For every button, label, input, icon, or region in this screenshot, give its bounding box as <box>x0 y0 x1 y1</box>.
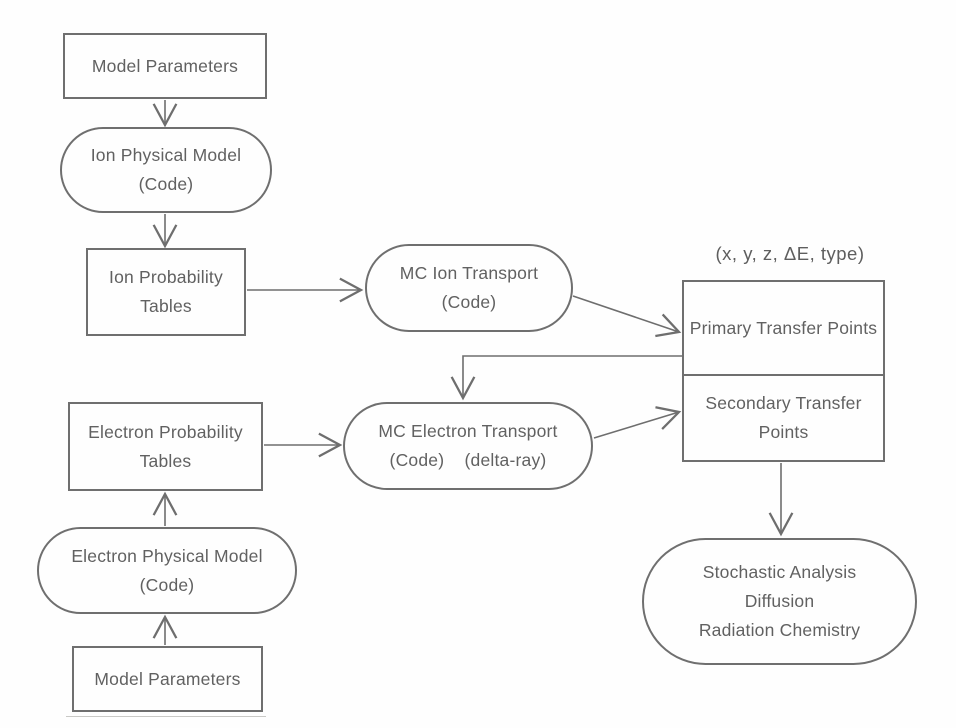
node-stochastic-analysis: Stochastic Analysis Diffusion Radiation … <box>642 538 917 665</box>
node-label: MC Ion Transport (Code) <box>399 263 539 312</box>
arrow-primary-to-electrontransport <box>450 355 682 401</box>
node-electron-probability-tables: Electron Probability Tables <box>68 402 263 491</box>
node-secondary-transfer-points: Secondary Transfer Points <box>684 376 883 460</box>
node-label: Model Parameters <box>94 668 241 689</box>
node-label: Stochastic Analysis Diffusion Radiation … <box>698 562 861 640</box>
node-model-parameters-bottom: Model Parameters <box>72 646 263 712</box>
node-ion-probability-tables: Ion Probability Tables <box>86 248 246 336</box>
node-primary-transfer-points: Primary Transfer Points <box>684 282 883 376</box>
node-label: Ion Probability Tables <box>109 267 223 316</box>
caption-label: (x, y, z, ΔE, type) <box>715 243 865 264</box>
node-model-parameters-top: Model Parameters <box>63 33 267 99</box>
coordinate-tuple-label: (x, y, z, ΔE, type) <box>690 243 890 265</box>
transfer-points-box: Primary Transfer Points Secondary Transf… <box>682 280 885 462</box>
node-label: Primary Transfer Points <box>689 317 878 338</box>
node-label: Electron Probability Tables <box>88 421 243 471</box>
node-electron-physical-model: Electron Physical Model (Code) <box>37 527 297 614</box>
node-label: Ion Physical Model (Code) <box>90 145 242 194</box>
node-label: Model Parameters <box>91 55 239 76</box>
node-mc-electron-transport: MC Electron Transport (Code) (delta-ray) <box>343 402 593 490</box>
arrow-iontransport-to-primary <box>572 295 682 338</box>
node-ion-physical-model: Ion Physical Model (Code) <box>60 127 272 213</box>
scan-artifact-line <box>66 716 266 717</box>
arrow-electrontransport-to-secondary <box>593 406 682 439</box>
node-label: MC Electron Transport (Code) (delta-ray) <box>378 421 558 470</box>
node-label: Electron Physical Model (Code) <box>71 545 263 595</box>
node-label: Secondary Transfer Points <box>705 393 862 442</box>
node-mc-ion-transport: MC Ion Transport (Code) <box>365 244 573 332</box>
